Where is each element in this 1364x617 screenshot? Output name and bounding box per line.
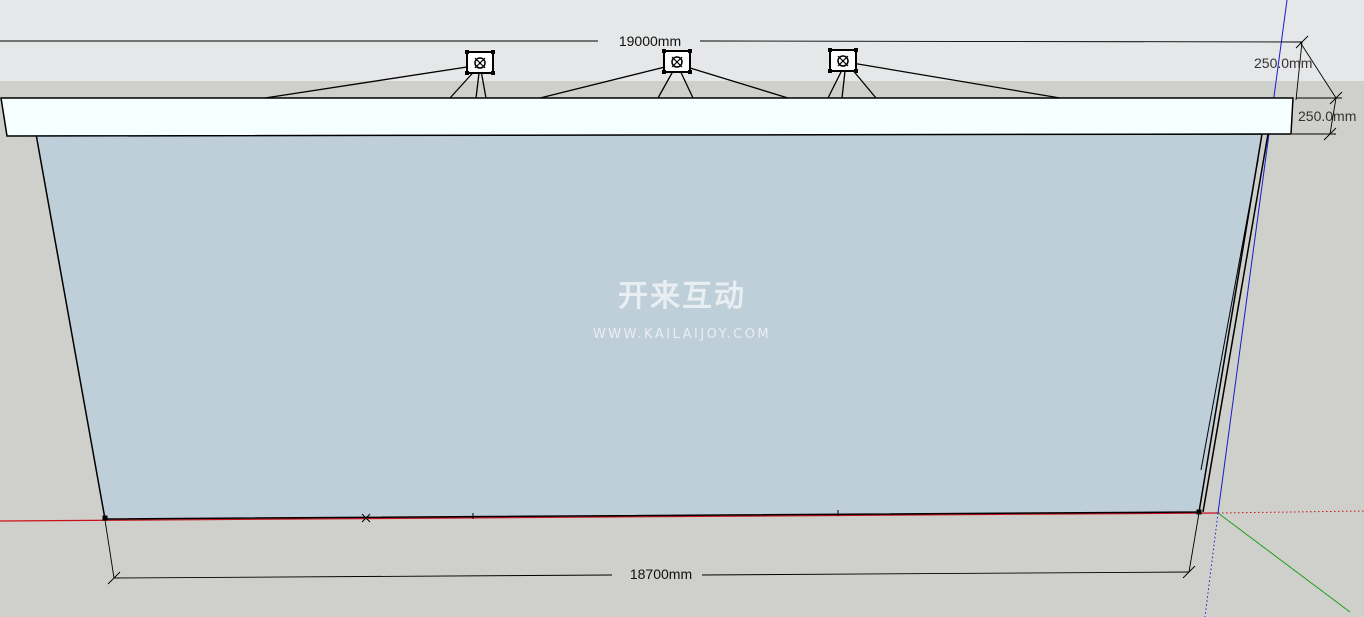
screen-side-edge-1	[1202, 133, 1269, 513]
bottom-width-label: 18700mm	[630, 566, 692, 582]
red-axis-dotted	[1217, 510, 1364, 514]
projector-icon[interactable]	[465, 50, 495, 75]
projector-icon[interactable]	[828, 48, 858, 73]
top-width-label: 19000mm	[619, 33, 681, 49]
right-dimensions	[1292, 41, 1343, 141]
bottom-dimension	[104, 512, 1200, 585]
right-offset-lower-label: 250.0mm	[1298, 108, 1356, 124]
red-axis	[0, 512, 1219, 522]
top-frame-beam[interactable]	[0, 97, 1294, 137]
screen-side-edge-2	[1200, 159, 1259, 471]
top-dimension	[0, 35, 1309, 101]
watermark-chinese: 开来互动	[618, 279, 746, 314]
projector-icon[interactable]	[662, 49, 692, 74]
blue-axis	[1217, 0, 1288, 514]
green-axis	[1217, 512, 1351, 613]
blue-axis-dotted	[1204, 512, 1219, 617]
right-offset-upper-label: 250.0mm	[1254, 55, 1312, 71]
bottom-edge-markers	[102, 509, 1202, 523]
watermark-url: WWW.KAILAIJOY.COM	[593, 327, 771, 342]
